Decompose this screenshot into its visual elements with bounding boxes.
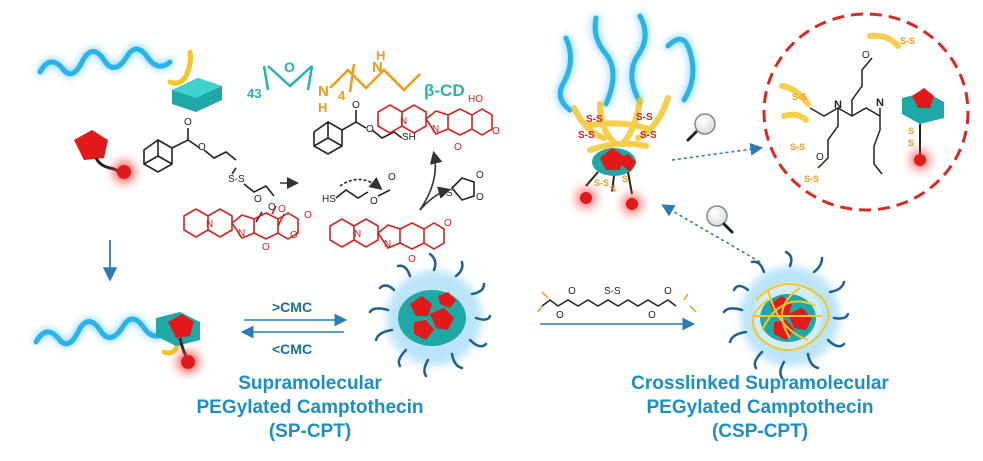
- svg-text:O: O: [304, 210, 312, 221]
- svg-text:S: S: [610, 184, 616, 194]
- svg-text:O: O: [366, 124, 374, 135]
- ss-label-1: S-S: [586, 114, 603, 125]
- svg-text:S-S: S-S: [594, 178, 609, 188]
- crosslink-zoom-circle: N N O O S-S S-S S-S S-S SS: [762, 12, 970, 212]
- svg-text:O: O: [664, 286, 672, 297]
- csp-cpt-caption: Crosslinked Supramolecular PEGylated Cam…: [600, 372, 920, 444]
- svg-text:O: O: [352, 100, 360, 111]
- svg-text:S-S: S-S: [900, 36, 915, 46]
- svg-text:O: O: [476, 170, 484, 181]
- n-label-2: N: [876, 97, 884, 109]
- svg-text:S: S: [908, 138, 914, 148]
- cleavage-products: O O SH HS O O N N O O HO N N O O S O O: [313, 94, 500, 265]
- svg-text:O: O: [568, 286, 576, 297]
- svg-text:O: O: [648, 310, 656, 321]
- svg-text:O: O: [268, 202, 276, 213]
- reverse-cmc-label: <CMC: [272, 341, 312, 357]
- sp-cpt-micelle-icon: [368, 252, 492, 378]
- svg-text:O: O: [556, 310, 564, 321]
- svg-text:O: O: [370, 196, 378, 207]
- svg-text:N: N: [238, 228, 245, 239]
- crosslinker-structure: O O S-S O O: [537, 286, 697, 321]
- svg-text:N: N: [432, 124, 439, 135]
- csp-cpt-micelle-icon: [722, 250, 850, 380]
- svg-text:O: O: [278, 204, 286, 215]
- polymer-formula: 43 O 4 N H N H β-CD: [247, 48, 465, 115]
- svg-text:N: N: [384, 239, 391, 250]
- svg-text:S-S: S-S: [804, 174, 819, 184]
- csp-cpt-caption-line-3: (CSP-CPT): [711, 421, 809, 442]
- thiol-label: SH: [402, 132, 416, 143]
- svg-text:S-S: S-S: [790, 142, 805, 152]
- beta-cd-label: β-CD: [424, 81, 465, 100]
- ss-label-2: S-S: [636, 112, 653, 123]
- n-label-1: N: [834, 99, 842, 111]
- svg-text:N: N: [206, 219, 213, 230]
- ho-label: HO: [468, 94, 483, 105]
- zoom-arrow-right: [671, 142, 764, 161]
- svg-text:O: O: [290, 230, 298, 241]
- crosslinker-disulfide: S-S: [604, 286, 621, 297]
- amine-repeat-count: 4: [338, 88, 346, 103]
- sp-cpt-caption-line-2: PEGylated Camptothecin: [196, 397, 424, 418]
- amine-h-2: H: [376, 48, 385, 63]
- ss-label-4: S-S: [640, 130, 657, 141]
- o-label-1: O: [862, 50, 870, 61]
- svg-text:O: O: [198, 142, 206, 153]
- hs-label: HS: [322, 194, 336, 205]
- amine-h-1: H: [318, 100, 327, 115]
- svg-text:N: N: [400, 116, 407, 127]
- svg-text:O: O: [444, 218, 452, 229]
- amine-n-1: N: [318, 83, 329, 100]
- cmc-equilibrium: [240, 313, 348, 339]
- peg-repeat-count: 43: [247, 86, 261, 101]
- sp-cpt-caption-line-3: (SP-CPT): [268, 421, 352, 442]
- sp-cpt-unimer-icon: [32, 312, 200, 373]
- svg-text:O: O: [408, 254, 416, 265]
- sp-cpt-caption-line-1: Supramolecular: [238, 373, 382, 394]
- peg-cd-polymer-icon: [36, 45, 222, 112]
- forward-cmc-label: >CMC: [272, 299, 312, 315]
- csp-cpt-caption-line-1: Crosslinked Supramolecular: [631, 373, 889, 394]
- ss-label-3: S-S: [578, 130, 595, 141]
- svg-text:O: O: [184, 117, 192, 128]
- svg-text:O: O: [388, 172, 396, 183]
- svg-text:O: O: [476, 192, 484, 203]
- zoom-arrow-up: [661, 204, 761, 263]
- sp-cpt-caption: Supramolecular PEGylated Camptothecin (S…: [180, 372, 440, 444]
- csp-cpt-caption-line-2: PEGylated Camptothecin: [646, 397, 874, 418]
- crosslinked-micelle-enlarged-icon: S-S S-S S-S S-S S-SSS: [556, 12, 697, 214]
- svg-text:O: O: [254, 194, 262, 205]
- svg-text:S: S: [622, 174, 628, 184]
- prodrug-structure: O O S-S O O O O O O N N: [143, 117, 312, 253]
- magnifier-icon: [686, 113, 716, 142]
- disulfide-label-prodrug: S-S: [228, 174, 245, 185]
- svg-text:S: S: [908, 126, 914, 136]
- magnifier-icon: [706, 205, 734, 234]
- svg-text:O: O: [454, 142, 462, 153]
- svg-text:O: O: [284, 59, 295, 75]
- o-label-2: O: [816, 152, 824, 163]
- svg-text:N: N: [354, 229, 361, 240]
- svg-text:O: O: [492, 126, 500, 137]
- svg-text:S-S: S-S: [792, 92, 807, 102]
- svg-text:O: O: [262, 242, 270, 253]
- camptothecin-prodrug-icon: [74, 130, 135, 183]
- amine-n-2: N: [372, 59, 383, 76]
